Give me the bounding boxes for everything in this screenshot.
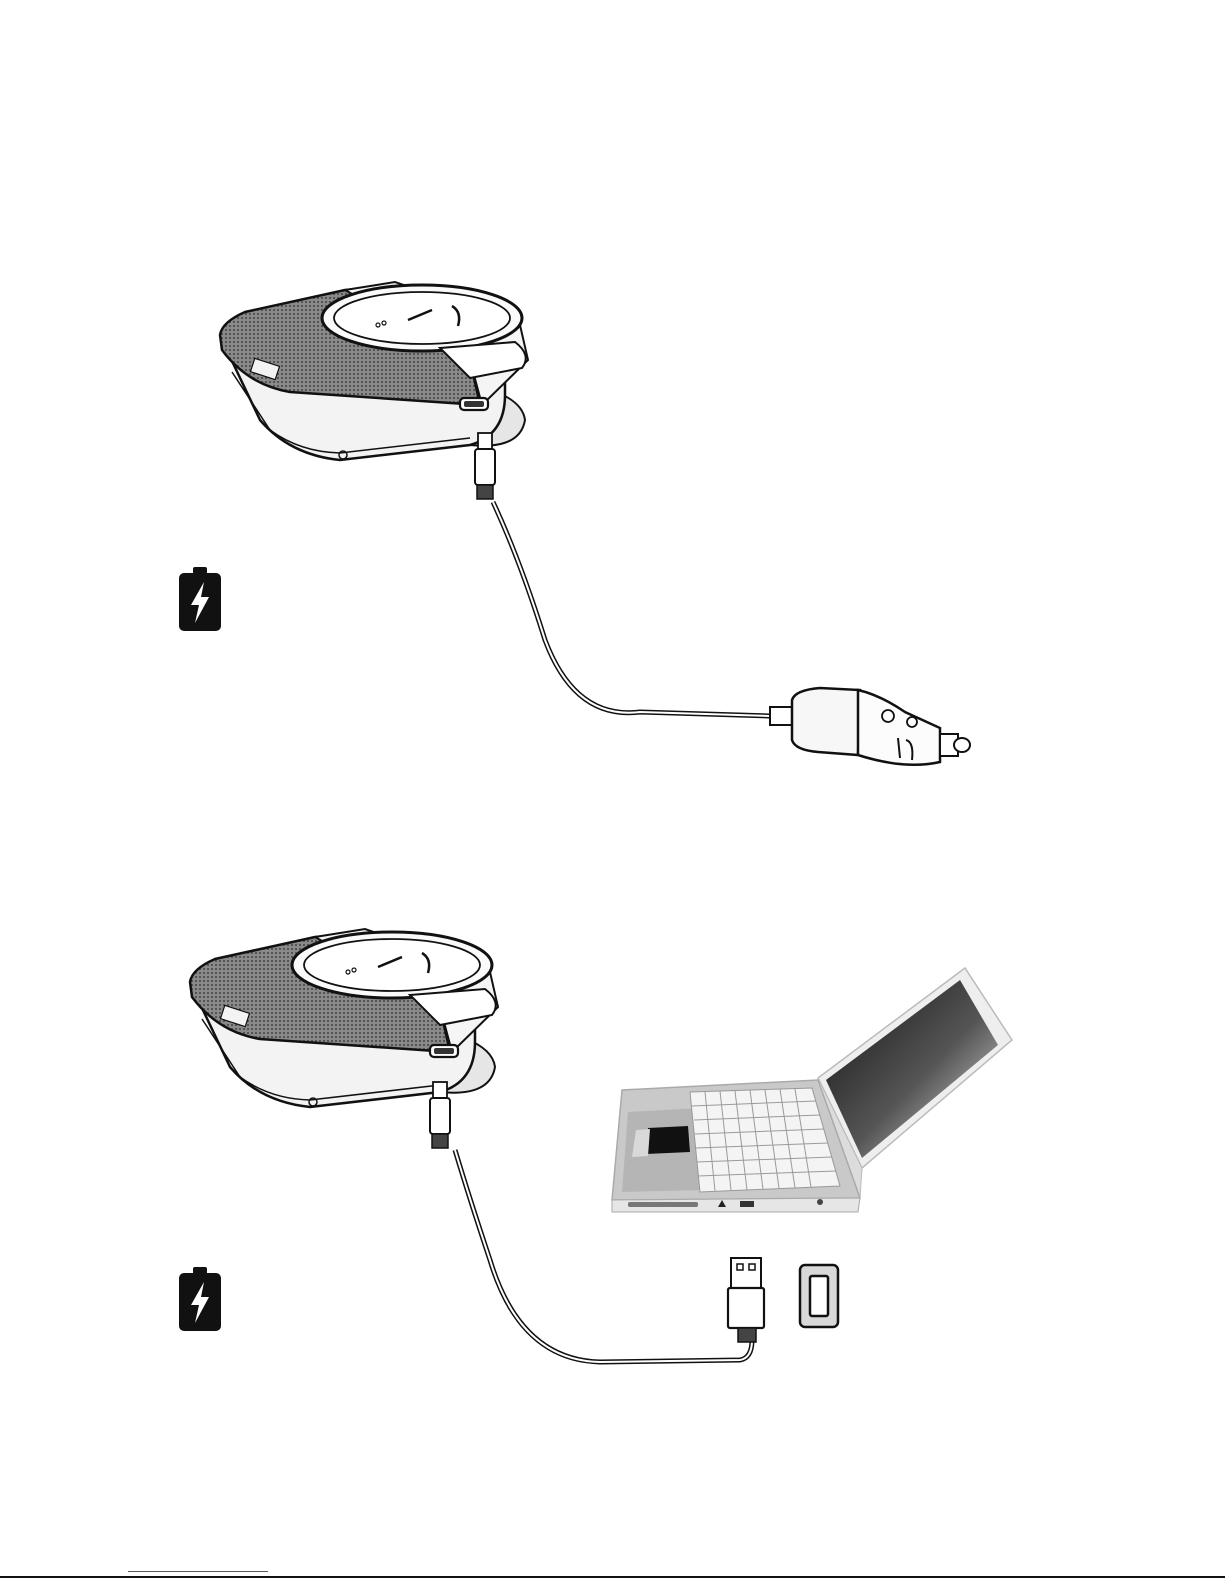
car-charger-adapter (770, 688, 970, 765)
usb-port-symbol (800, 1265, 838, 1327)
footer-rule (0, 1576, 1225, 1578)
laptop (612, 968, 1012, 1212)
usb-charging-panel (179, 929, 1012, 1362)
footer-link-underline (128, 1571, 268, 1572)
battery-charging-icon (179, 1267, 221, 1331)
car-charging-panel (179, 282, 970, 765)
battery-charging-icon (179, 567, 221, 631)
usb-a-plug (728, 1258, 764, 1342)
micro-usb-plug (430, 1082, 450, 1148)
micro-usb-plug (475, 433, 495, 499)
speakerphone-device (190, 929, 498, 1107)
